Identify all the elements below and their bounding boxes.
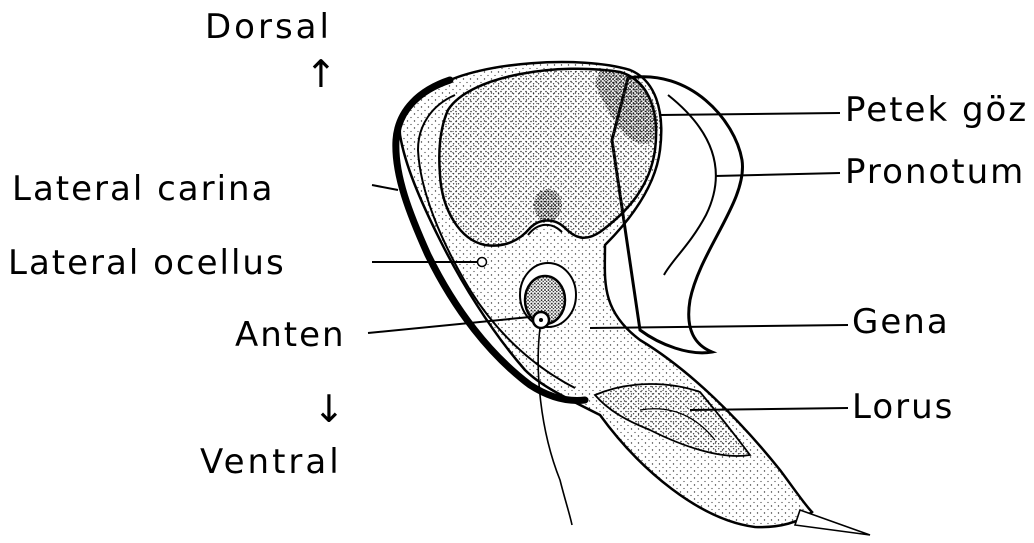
label-lateral-carina: Lateral carina bbox=[12, 172, 274, 206]
up-arrow-icon: ↑ bbox=[305, 55, 337, 93]
down-arrow-icon: ↓ bbox=[313, 390, 345, 428]
mouthpart-tip bbox=[795, 510, 870, 535]
dorsal-label: Dorsal bbox=[205, 10, 332, 44]
label-petek-goz: Petek göz bbox=[845, 93, 1028, 127]
leader-gena bbox=[590, 325, 848, 328]
compound-eye-center-dark bbox=[534, 189, 562, 221]
antenna-base-dot bbox=[539, 318, 543, 322]
label-lorus: Lorus bbox=[852, 390, 954, 424]
leader-lateral-carina bbox=[372, 185, 398, 190]
label-pronotum: Pronotum bbox=[845, 155, 1025, 189]
lateral-ocellus-dot bbox=[478, 258, 487, 267]
label-anten: Anten bbox=[235, 318, 346, 352]
label-lateral-ocellus: Lateral ocellus bbox=[8, 246, 286, 280]
label-gena: Gena bbox=[852, 305, 950, 339]
ventral-label: Ventral bbox=[200, 445, 342, 479]
